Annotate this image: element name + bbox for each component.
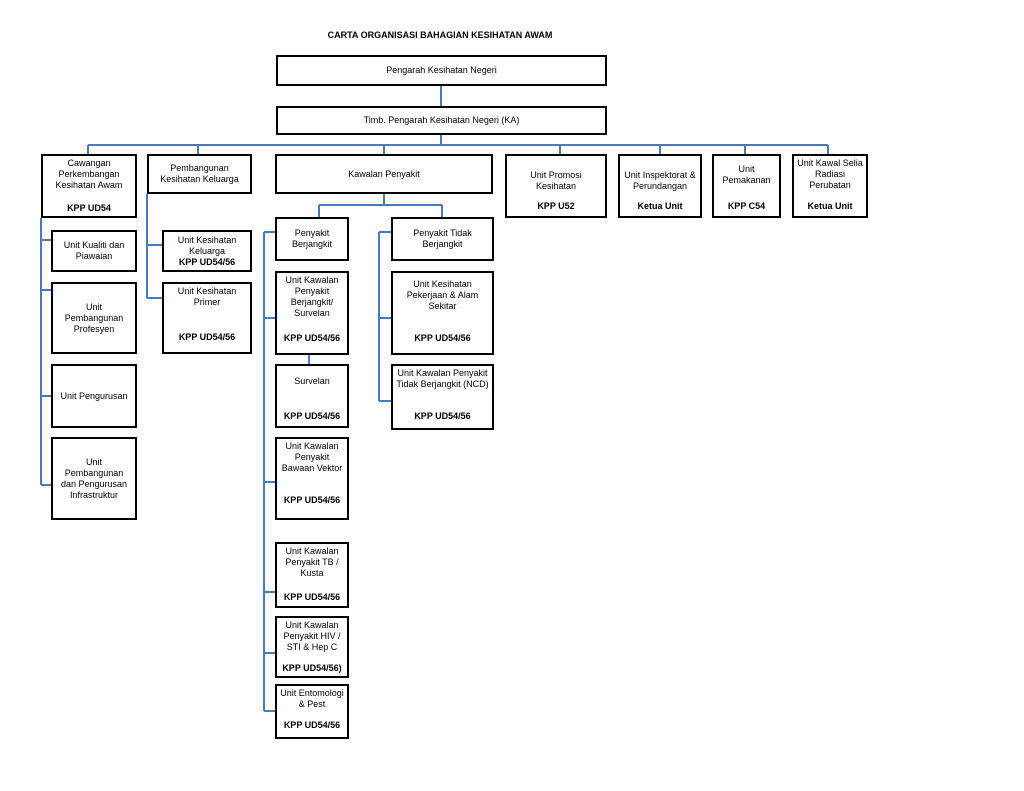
node-survelan-group-code: KPP UD54/56 (283, 333, 341, 343)
node-vektor-code: KPP UD54/56 (283, 495, 341, 505)
node-cawangan-label: Cawangan Perkembangan Kesihatan Awam (55, 158, 123, 190)
chart-title: CARTA ORGANISASI BAHAGIAN KESIHATAN AWAM (327, 30, 553, 40)
node-hiv: Unit Kawalan Penyakit HIV / STI & Hep C … (275, 616, 349, 678)
node-pengurusan-label: Unit Pengurusan (60, 390, 128, 401)
node-pengarah: Pengarah Kesihatan Negeri (276, 55, 607, 86)
node-hiv-code: KPP UD54/56) (282, 663, 342, 673)
node-timbalan: Timb. Pengarah Kesihatan Negeri (KA) (276, 106, 607, 135)
node-entomologi: Unit Entomologi & Pest KPP UD54/56 (275, 684, 349, 739)
node-inspektorat: Unit Inspektorat & Perundangan Ketua Uni… (618, 154, 702, 218)
node-pemakanan: Unit Pemakanan KPP C54 (712, 154, 781, 218)
node-survelan-group: Unit Kawalan Penyakit Berjangkit/ Survel… (275, 271, 349, 355)
node-cawangan: Cawangan Perkembangan Kesihatan Awam KPP… (41, 154, 137, 218)
node-tb: Unit Kawalan Penyakit TB / Kusta KPP UD5… (275, 542, 349, 608)
node-survelan: Survelan KPP UD54/56 (275, 364, 349, 428)
node-kawalan-penyakit-label: Kawalan Penyakit (348, 168, 420, 179)
node-profesyen: Unit Pembangunan Profesyen (51, 282, 137, 354)
node-unit-keluarga-code: KPP UD54/56 (178, 257, 236, 267)
node-kualiti-label: Unit Kualiti dan Piawaian (63, 240, 125, 261)
node-pengarah-label: Pengarah Kesihatan Negeri (386, 65, 497, 75)
node-promosi-code: KPP U52 (537, 201, 575, 211)
node-unit-keluarga: Unit Kesihatan Keluarga KPP UD54/56 (162, 230, 252, 272)
node-survelan-label: Survelan (294, 376, 330, 386)
node-pekerjaan-code: KPP UD54/56 (414, 333, 471, 343)
node-vektor-label: Unit Kawalan Penyakit Bawaan Vektor (281, 441, 343, 473)
node-berjangkit-label: Penyakit Berjangkit (291, 228, 333, 249)
node-timbalan-label: Timb. Pengarah Kesihatan Negeri (KA) (363, 115, 520, 125)
node-unit-keluarga-label: Unit Kesihatan Keluarga (177, 235, 237, 256)
node-pembangunan-keluarga: Pembangunan Kesihatan Keluarga (147, 154, 252, 194)
node-survelan-code: KPP UD54/56 (283, 411, 341, 421)
node-inspektorat-label: Unit Inspektorat & Perundangan (624, 170, 696, 191)
node-pekerjaan-label: Unit Kesihatan Pekerjaan & Alam Sekitar (406, 279, 479, 311)
node-radiasi: Unit Kawal Selia Radiasi Perubatan Ketua… (792, 154, 868, 218)
node-pengurusan: Unit Pengurusan (51, 364, 137, 428)
node-pemakanan-label: Unit Pemakanan (722, 164, 771, 185)
node-tidak-berjangkit-label: Penyakit Tidak Berjangkit (413, 228, 472, 249)
node-unit-primer-label: Unit Kesihatan Primer (177, 286, 237, 307)
node-pemakanan-code: KPP C54 (727, 201, 766, 211)
node-promosi-label: Unit Promosi Kesihatan (530, 170, 582, 191)
node-tb-label: Unit Kawalan Penyakit TB / Kusta (285, 546, 339, 578)
node-promosi: Unit Promosi Kesihatan KPP U52 (505, 154, 607, 218)
node-cawangan-code: KPP UD54 (67, 203, 111, 213)
node-pembangunan-keluarga-label: Pembangunan Kesihatan Keluarga (160, 163, 239, 184)
node-tidak-berjangkit: Penyakit Tidak Berjangkit (391, 217, 494, 261)
node-survelan-group-label: Unit Kawalan Penyakit Berjangkit/ Survel… (285, 275, 339, 318)
node-kualiti: Unit Kualiti dan Piawaian (51, 230, 137, 272)
node-entomologi-label: Unit Entomologi & Pest (280, 688, 344, 709)
node-berjangkit: Penyakit Berjangkit (275, 217, 349, 261)
node-infrastruktur-label: Unit Pembangunan dan Pengurusan Infrastr… (60, 456, 128, 500)
node-inspektorat-code: Ketua Unit (637, 201, 683, 211)
node-infrastruktur: Unit Pembangunan dan Pengurusan Infrastr… (51, 437, 137, 520)
node-radiasi-code: Ketua Unit (807, 201, 853, 211)
node-ncd: Unit Kawalan Penyakit Tidak Berjangkit (… (391, 364, 494, 430)
node-vektor: Unit Kawalan Penyakit Bawaan Vektor KPP … (275, 437, 349, 520)
node-hiv-label: Unit Kawalan Penyakit HIV / STI & Hep C (283, 620, 341, 652)
node-profesyen-label: Unit Pembangunan Profesyen (64, 301, 124, 334)
node-pekerjaan: Unit Kesihatan Pekerjaan & Alam Sekitar … (391, 271, 494, 355)
node-entomologi-code: KPP UD54/56 (283, 720, 341, 730)
node-ncd-code: KPP UD54/56 (414, 411, 471, 421)
node-tb-code: KPP UD54/56 (283, 592, 341, 602)
node-radiasi-label: Unit Kawal Selia Radiasi Perubatan (797, 158, 863, 190)
node-unit-primer-code: KPP UD54/56 (178, 332, 236, 342)
node-unit-primer: Unit Kesihatan Primer KPP UD54/56 (162, 282, 252, 354)
node-kawalan-penyakit: Kawalan Penyakit (275, 154, 493, 194)
node-ncd-label: Unit Kawalan Penyakit Tidak Berjangkit (… (396, 368, 489, 389)
